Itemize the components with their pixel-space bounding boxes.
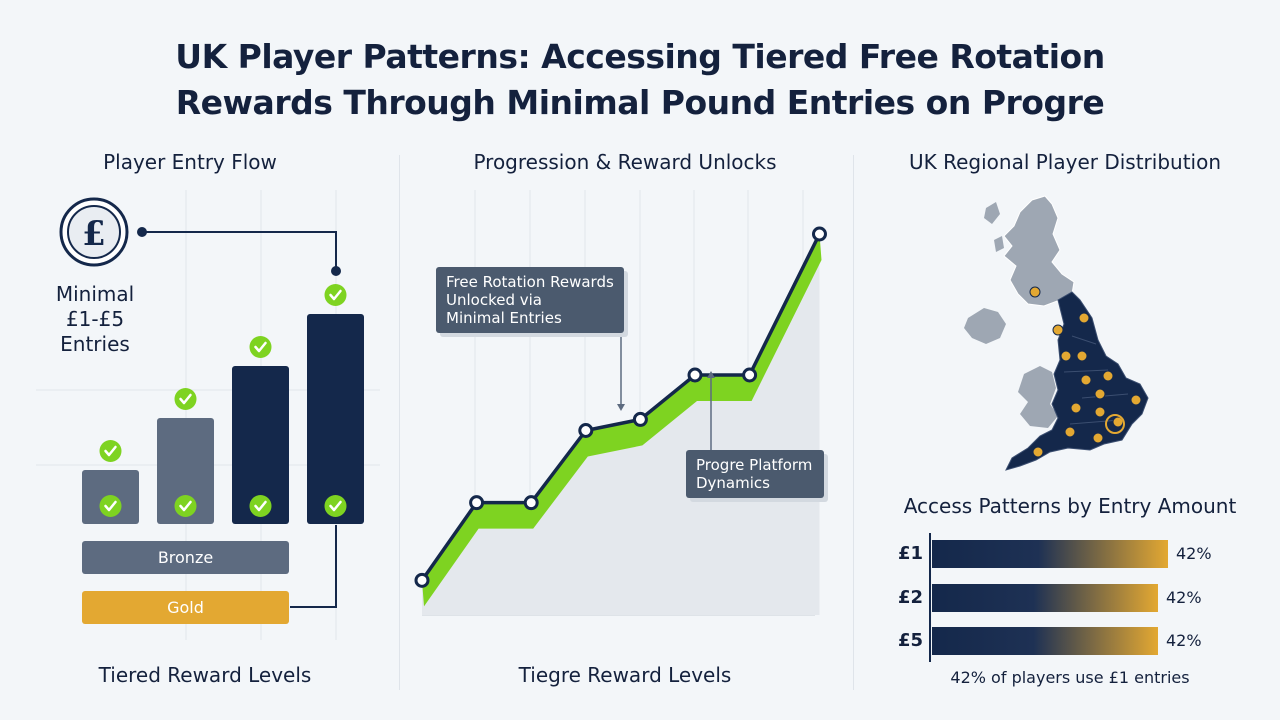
line-point	[632, 411, 648, 427]
map-dot	[1032, 446, 1044, 458]
callout1-line-1: Free Rotation Rewards	[446, 273, 614, 291]
check-circle-icon	[324, 495, 347, 517]
line-point	[414, 572, 430, 588]
access-bar-value: 42%	[1176, 544, 1212, 563]
map-dots	[1029, 286, 1142, 458]
map-wales	[1018, 366, 1058, 428]
line-point	[578, 423, 594, 438]
center-bottom-label: Tiegre Reward Levels	[518, 663, 732, 687]
access-bar	[932, 540, 1168, 568]
map-title: UK Regional Player Distribution	[908, 150, 1222, 174]
access-bar-value: 42%	[1166, 588, 1202, 607]
callout-free-rotation: Free Rotation Rewards Unlocked via Minim…	[436, 267, 624, 333]
tier-gold-label: Gold	[167, 598, 204, 617]
map-dot	[1076, 350, 1088, 362]
access-bar	[932, 627, 1158, 655]
map-dot	[1070, 402, 1082, 414]
callout2-line-2: Dynamics	[696, 474, 770, 492]
title-line-1: UK Player Patterns: Accessing Tiered Fre…	[175, 37, 1105, 76]
map-dot	[1052, 324, 1064, 336]
entry-bar	[157, 418, 214, 524]
access-bar	[932, 584, 1158, 612]
page-title: UK Player Patterns: Accessing Tiered Fre…	[0, 34, 1280, 126]
access-bar-category: £1	[898, 543, 924, 564]
check-circle-icon	[99, 440, 122, 462]
tier-bronze-label: Bronze	[157, 548, 214, 567]
line-point	[469, 495, 485, 511]
map-dot	[1130, 394, 1142, 406]
divider-left	[399, 155, 400, 690]
map-dot	[1060, 350, 1072, 362]
map-dot	[1078, 312, 1090, 324]
check-circle-icon	[174, 388, 197, 410]
entry-label-line-2: £1-£5 Entries	[60, 307, 130, 356]
map-dot	[1080, 374, 1092, 386]
flow-connector	[142, 231, 337, 608]
entry-bar	[307, 314, 364, 524]
map-dot	[1102, 370, 1114, 382]
map-dot	[1094, 388, 1106, 400]
divider-right	[853, 155, 854, 690]
callout2-line-1: Progre Platform	[696, 456, 813, 474]
green-ribbon	[422, 234, 822, 607]
entry-bar	[232, 366, 289, 524]
entry-bars	[82, 284, 364, 568]
map-ireland	[964, 308, 1006, 344]
line-point	[523, 495, 539, 511]
callout1-line-3: Minimal Entries	[446, 309, 562, 327]
check-circle-icon	[249, 336, 272, 358]
check-circle-icon	[324, 284, 347, 306]
entry-label: Minimal £1-£5 Entries	[30, 282, 160, 357]
progression-title: Progression & Reward Unlocks	[473, 150, 777, 174]
callout1-line-2: Unlocked via	[446, 291, 542, 309]
callout-platform-dynamics: Progre Platform Dynamics	[686, 450, 824, 498]
map-dot	[1092, 432, 1104, 444]
uk-map	[964, 195, 1149, 471]
line-point	[687, 367, 703, 383]
map-dot	[1094, 406, 1106, 418]
map-dot	[1029, 286, 1041, 298]
map-dot-highlight	[1105, 414, 1125, 434]
map-dot	[1064, 426, 1076, 438]
access-bars	[932, 540, 1168, 655]
left-bottom-label: Tiered Reward Levels	[98, 663, 312, 687]
connector-dot-start	[137, 227, 147, 237]
access-bar-category: £2	[898, 587, 924, 608]
access-bar-value: 42%	[1166, 631, 1202, 650]
entry-flow-title: Player Entry Flow	[103, 150, 277, 174]
map-hebrides	[984, 202, 1000, 224]
check-circle-icon	[99, 495, 122, 517]
progression-line-chart	[414, 226, 827, 615]
access-bar-category: £5	[898, 630, 924, 651]
callout1-arrow	[617, 404, 625, 411]
map-england	[1005, 291, 1149, 471]
line-point	[742, 367, 758, 383]
connector-dot-end	[331, 266, 341, 276]
check-circle-icon	[174, 495, 197, 517]
entry-label-line-1: Minimal	[55, 282, 135, 306]
pound-coin-icon: £	[59, 197, 129, 267]
progression-line	[420, 233, 822, 582]
check-circle-icon	[249, 495, 272, 517]
pound-symbol: £	[82, 214, 106, 254]
line-point	[811, 226, 827, 242]
title-line-2: Rewards Through Minimal Pound Entries on…	[175, 83, 1105, 122]
bars-title: Access Patterns by Entry Amount	[903, 494, 1237, 518]
footnote: 42% of players use £1 entries	[950, 668, 1190, 687]
tier-gold-pill	[82, 591, 289, 624]
map-islands	[994, 236, 1004, 252]
callout2-arrow	[707, 371, 715, 378]
tier-bronze-pill	[82, 541, 289, 574]
